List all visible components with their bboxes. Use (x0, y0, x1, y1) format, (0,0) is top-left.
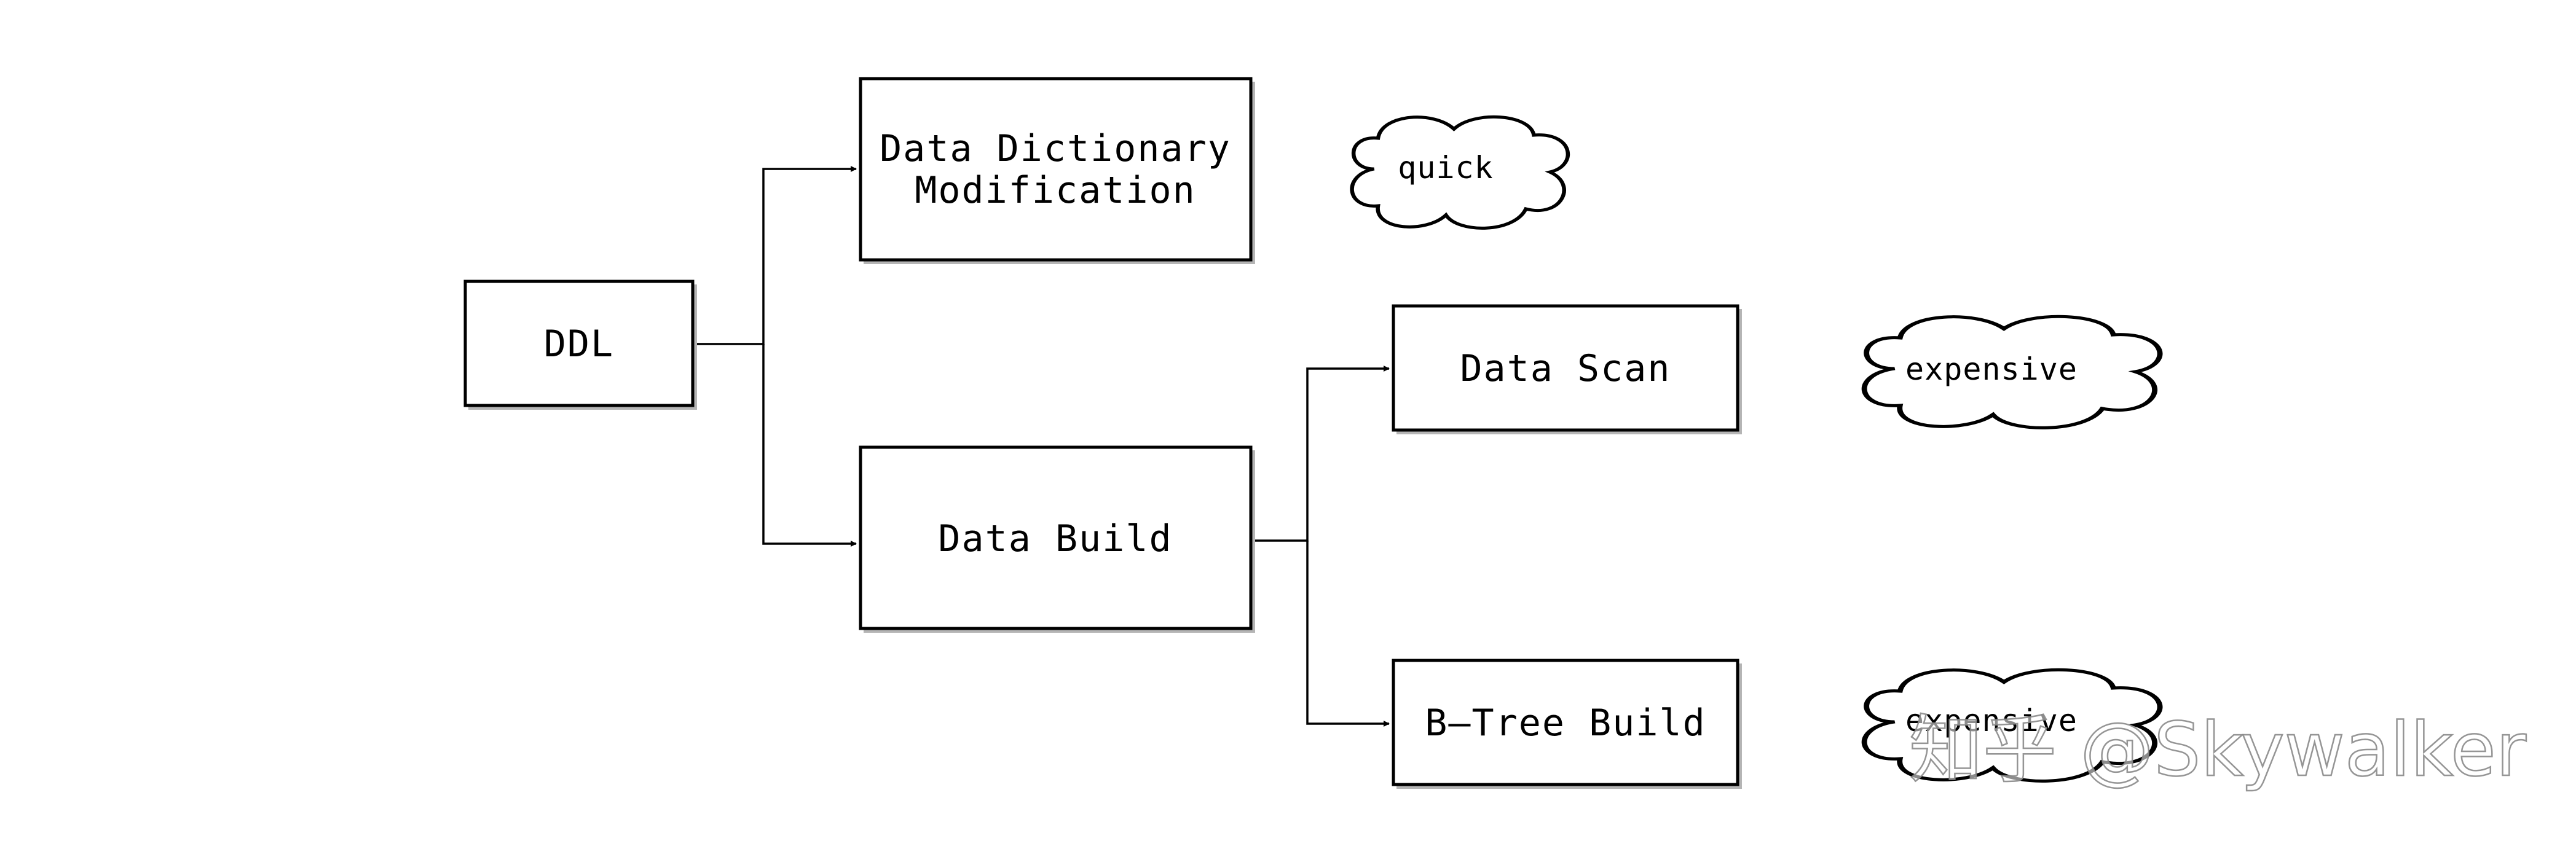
node-data-dictionary-label-line1: Data Dictionary (880, 127, 1231, 170)
node-data-dictionary-label-line2: Modification (915, 169, 1195, 212)
connector-ddl-to-data-build (762, 344, 857, 547)
node-data-dictionary-modification: Data Dictionary Modification (859, 77, 1255, 264)
cloud-expensive-btree-label: expensive (1905, 703, 2078, 738)
node-btree-build-label: B—Tree Build (1425, 702, 1706, 745)
node-data-scan-label: Data Scan (1460, 347, 1671, 390)
node-ddl: DDL (463, 280, 697, 410)
connector-data-build-to-btree-build (1306, 541, 1390, 727)
cloud-quick: quick (1352, 117, 1568, 228)
connector-ddl-to-data-dictionary (693, 166, 857, 345)
watermark-text: 知乎 @Skywalker (1909, 708, 2527, 793)
node-data-build: Data Build (859, 445, 1255, 633)
cloud-expensive-scan: expensive (1864, 316, 2160, 428)
cloud-quick-label: quick (1398, 150, 1494, 186)
node-btree-build: B—Tree Build (1392, 659, 1742, 789)
cloud-expensive-scan-label: expensive (1905, 351, 2078, 387)
connector-data-build-to-data-scan (1251, 366, 1390, 542)
cloud-expensive-btree: expensive (1864, 670, 2160, 781)
connectors (693, 166, 1390, 727)
node-data-scan: Data Scan (1392, 304, 1742, 434)
node-ddl-label: DDL (544, 323, 614, 366)
node-data-build-label: Data Build (938, 517, 1172, 560)
